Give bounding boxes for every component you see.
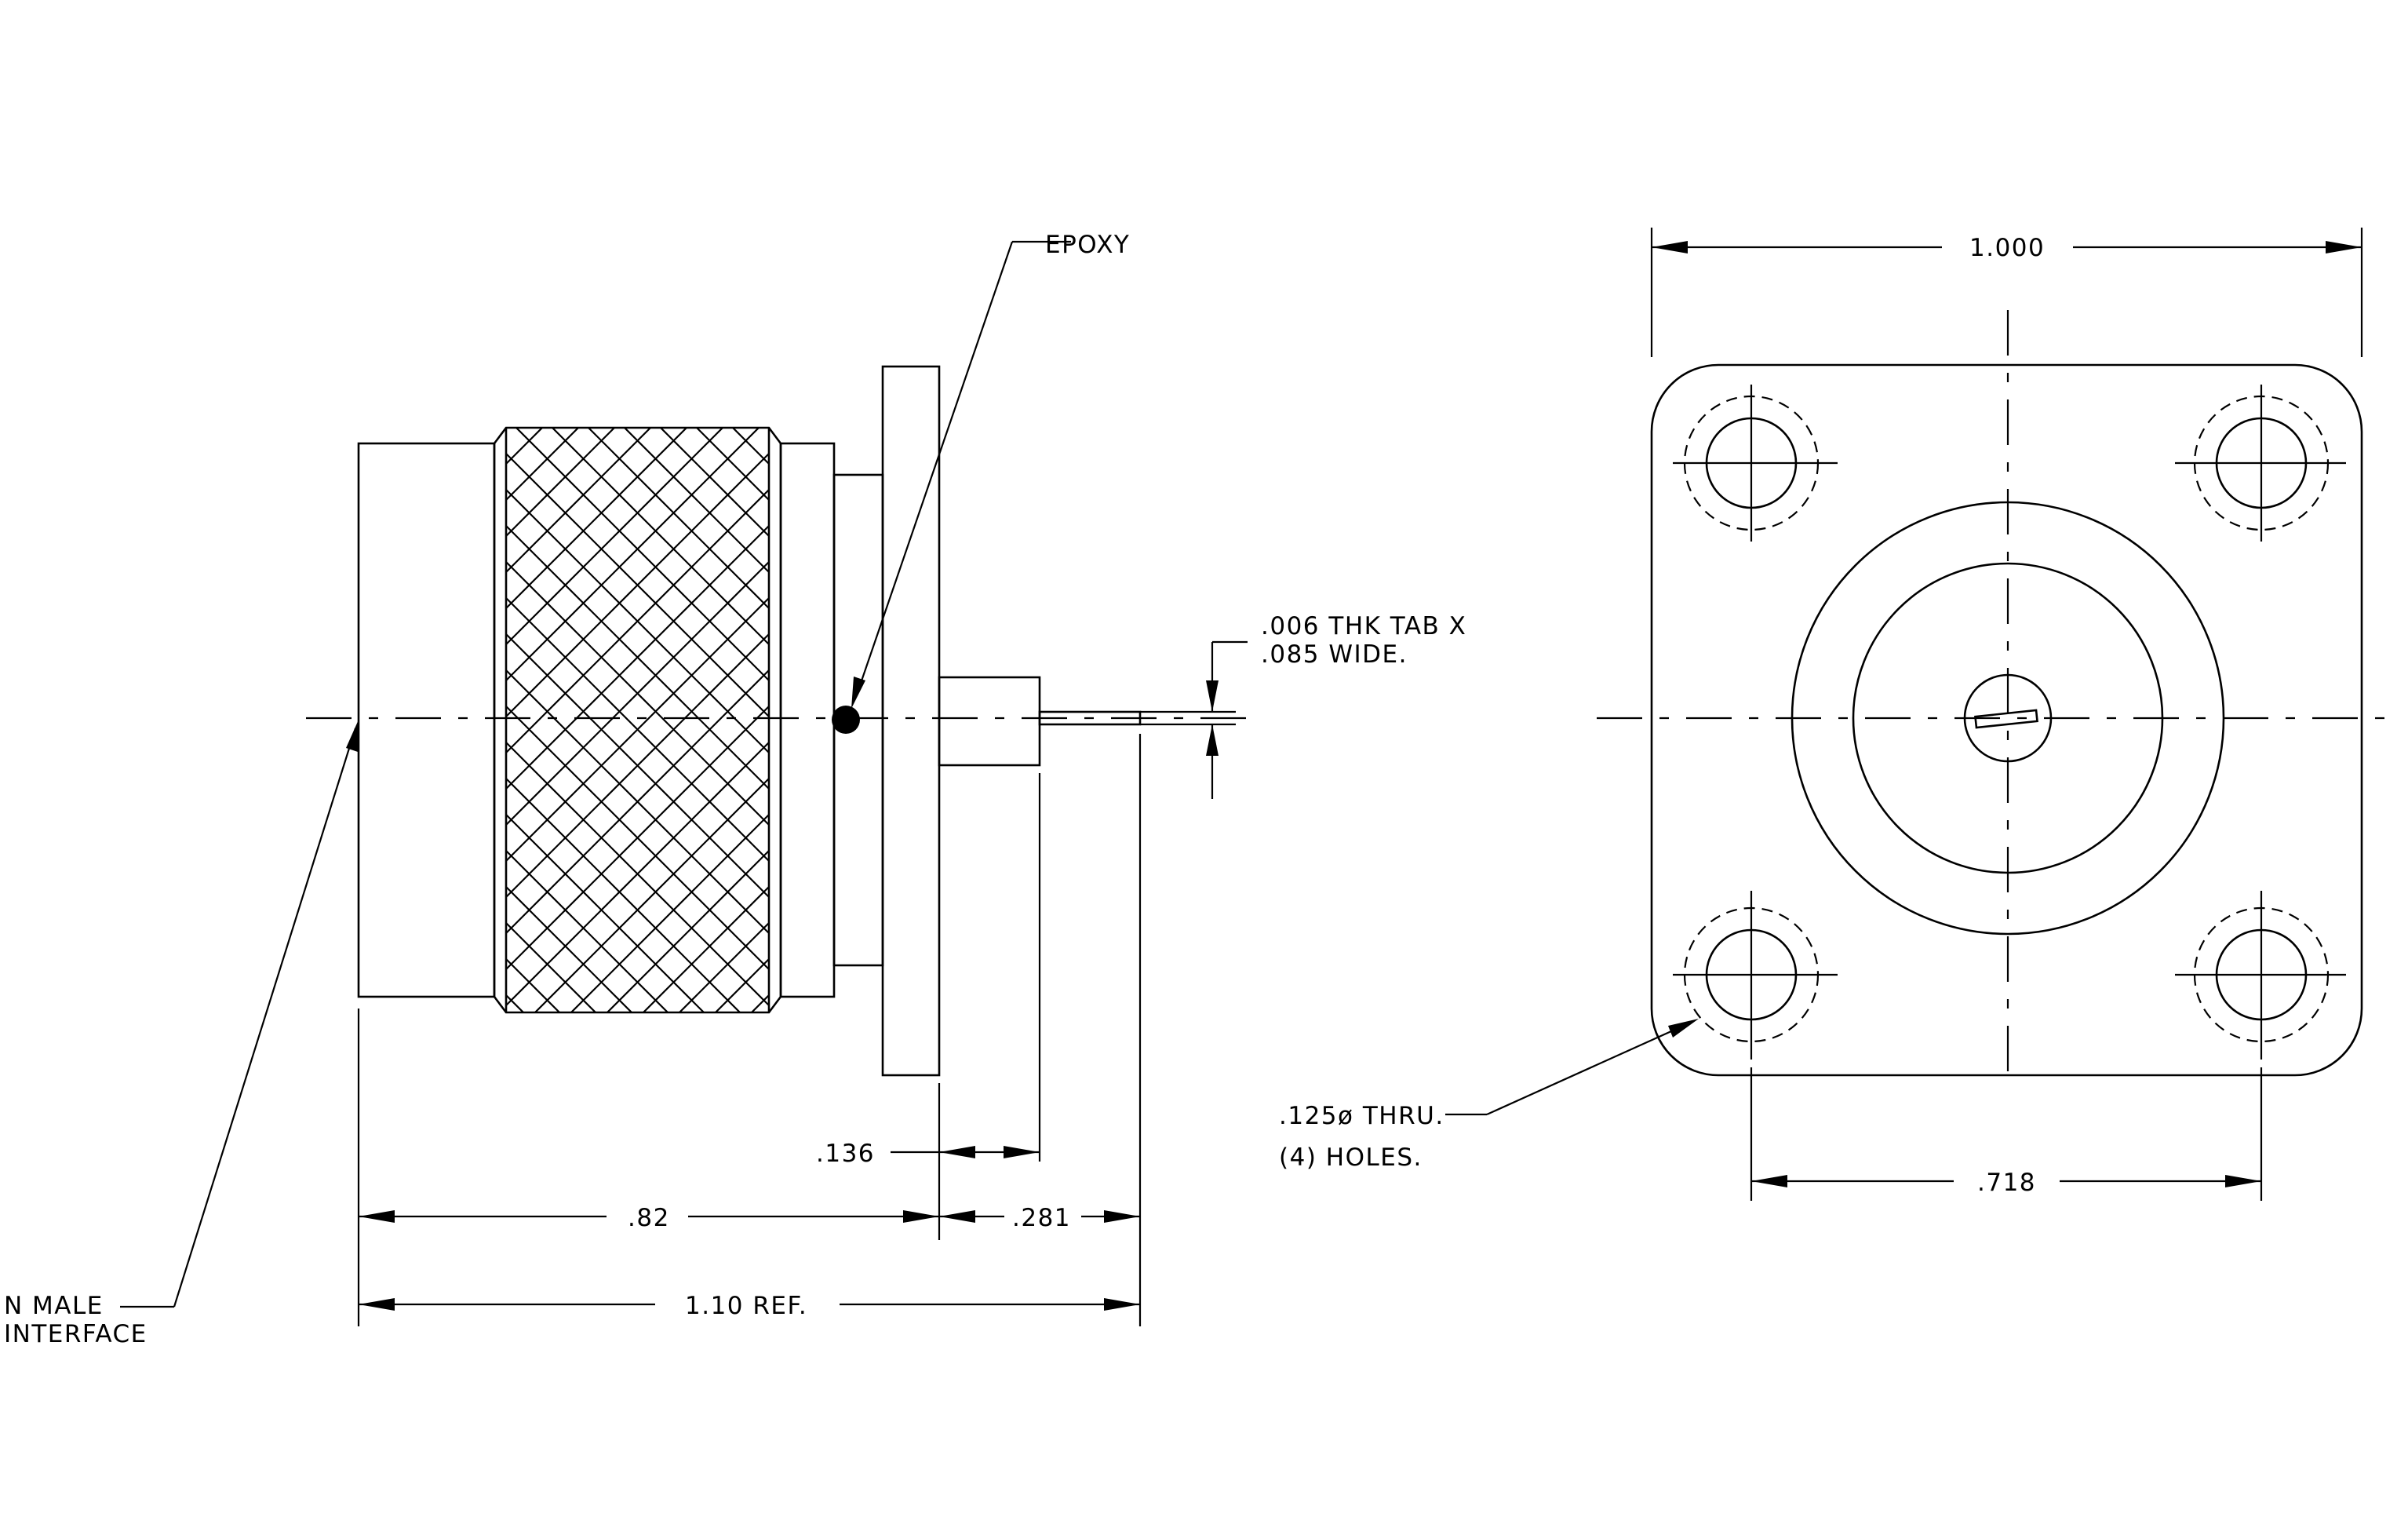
- tab-arrow-bottom: [1206, 724, 1219, 756]
- front-body: [357, 442, 496, 998]
- rear-boss: [938, 676, 1041, 767]
- dim-82-arrow-r: [903, 1210, 939, 1223]
- knurl-line: [659, 428, 769, 537]
- dim-82-arrow-l: [359, 1210, 395, 1223]
- inner-body-circle: [1852, 562, 2164, 874]
- center-pin: [1963, 673, 2053, 763]
- epoxy-dot: [832, 706, 860, 734]
- knurl-line: [570, 814, 769, 1012]
- mounting-hole-br: [2175, 891, 2346, 1060]
- dim-110-label: 1.10 REF.: [685, 1292, 807, 1320]
- knurl-line: [506, 428, 616, 537]
- dim-82-label: .82: [628, 1204, 670, 1232]
- knurl-line: [506, 1031, 769, 1294]
- knurl-line: [506, 886, 633, 1012]
- epoxy-label: EPOXY: [1045, 231, 1130, 259]
- dim-110-arrow-l: [359, 1298, 395, 1311]
- knurl-line: [506, 428, 760, 681]
- dim-136-arrow-r: [1004, 1146, 1040, 1158]
- knurl-line: [678, 922, 769, 1012]
- knurl-line: [534, 778, 769, 1012]
- knurl-line: [506, 922, 597, 1012]
- holes-leader: [1486, 1023, 1688, 1116]
- knurled-nut: [493, 426, 782, 1014]
- knurl-line: [606, 850, 769, 1012]
- knurl-line: [506, 489, 769, 753]
- dim-110-arrow-r: [1104, 1298, 1140, 1311]
- dim-281-arrow-l: [939, 1210, 975, 1223]
- solder-tab: [1038, 710, 1142, 726]
- knurl-line: [506, 428, 508, 429]
- tab-arrow-top: [1206, 680, 1219, 712]
- knurl-line: [506, 742, 769, 1006]
- dim-281-label: .281: [1012, 1204, 1071, 1232]
- interface-label-line1: N MALE: [4, 1292, 104, 1320]
- dim-136-label: .136: [816, 1140, 875, 1168]
- knurl-line: [506, 453, 769, 717]
- interface-arrow: [346, 720, 359, 752]
- outer-body-circle: [1791, 501, 2225, 936]
- tab-label-line2: .085 WIDE.: [1261, 640, 1408, 669]
- mounting-hole-tr: [2175, 385, 2346, 542]
- mounting-hole-tl: [1673, 385, 1838, 542]
- dim-718-arrow-l: [1751, 1175, 1787, 1187]
- knurl-line: [695, 428, 769, 501]
- knurl-line: [506, 129, 769, 392]
- knurl-line: [642, 886, 769, 1012]
- epoxy-leader: [855, 241, 1014, 695]
- knurl-line: [506, 428, 544, 465]
- holes-arrow: [1668, 1019, 1699, 1038]
- knurl-line: [506, 1031, 769, 1294]
- knurl-line: [506, 561, 769, 826]
- dim-1000-arrow-l: [1652, 241, 1688, 254]
- knurl-line: [506, 706, 769, 970]
- square-flange: [1650, 363, 2363, 1077]
- mounting-hole-bl: [1673, 891, 1838, 1060]
- dim-718-arrow-r: [2225, 1175, 2261, 1187]
- interface-label-line2: INTERFACE: [4, 1320, 148, 1348]
- side-view: EPOXY .006 THK TAB X .085 WIDE. N MALE I…: [4, 129, 1466, 1348]
- knurl-line: [506, 958, 561, 1012]
- knurl-line: [506, 525, 769, 790]
- knurl-pattern: [506, 129, 769, 1294]
- knurl-line: [714, 958, 769, 1012]
- knurl-line: [506, 669, 769, 934]
- dim-1000-arrow-r: [2326, 241, 2362, 254]
- tab-label-line1: .006 THK TAB X: [1261, 612, 1466, 640]
- dim-1000-label: 1.000: [1969, 234, 2045, 262]
- dim-718-label: .718: [1977, 1169, 2036, 1197]
- epoxy-arrow: [851, 677, 865, 709]
- knurl-line: [506, 129, 769, 392]
- dim-281-arrow-r: [1104, 1210, 1140, 1223]
- interface-leader: [173, 728, 357, 1308]
- knurl-line: [506, 428, 580, 501]
- knurl-line: [731, 428, 769, 465]
- knurl-line: [506, 597, 769, 862]
- knurl-line: [506, 428, 724, 645]
- holes-label-line2: (4) HOLES.: [1279, 1143, 1423, 1172]
- holes-label-line1: .125ø THRU.: [1279, 1102, 1444, 1130]
- rear-collar: [779, 442, 836, 998]
- knurl-line: [506, 428, 688, 609]
- knurl-line: [767, 428, 769, 429]
- knurl-line: [506, 633, 769, 898]
- flange: [881, 365, 941, 1077]
- dim-136-arrow-l: [939, 1146, 975, 1158]
- knurl-line: [506, 428, 652, 573]
- front-view: 1.000 .718 .125ø THRU. (4) HOLES.: [1279, 228, 2401, 1201]
- center-tab: [1974, 709, 2038, 729]
